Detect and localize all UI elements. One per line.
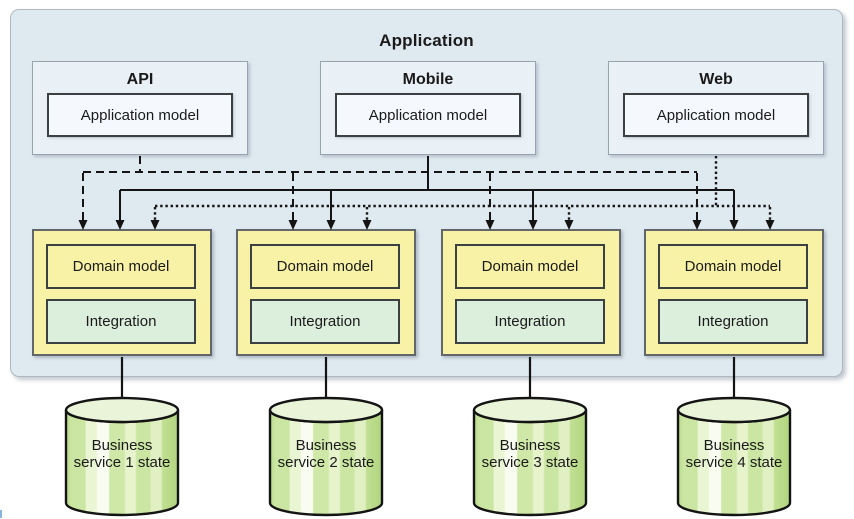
integration-label: Integration [494, 313, 566, 330]
client-box-web: Web Application model [608, 61, 824, 155]
domain-model-box: Domain model [250, 244, 400, 289]
application-model-label: Application model [80, 106, 200, 124]
application-title: Application [379, 31, 474, 50]
client-title-api: API [126, 71, 154, 88]
domain-model-label: Domain model [481, 258, 579, 275]
client-title-web: Web [699, 71, 733, 88]
domain-model-label: Domain model [276, 258, 374, 275]
service-box-1: Domain model Integration [32, 229, 212, 356]
application-model-box-web: Application model [623, 93, 809, 137]
integration-label: Integration [289, 313, 361, 330]
client-title-mobile: Mobile [402, 71, 454, 88]
domain-model-box: Domain model [46, 244, 196, 289]
application-model-box-api: Application model [47, 93, 233, 137]
integration-box: Integration [250, 299, 400, 344]
integration-box: Integration [46, 299, 196, 344]
domain-model-box: Domain model [658, 244, 808, 289]
integration-label: Integration [697, 313, 769, 330]
integration-box: Integration [455, 299, 605, 344]
integration-label: Integration [85, 313, 157, 330]
client-box-mobile: Mobile Application model [320, 61, 536, 155]
service-box-3: Domain model Integration [441, 229, 621, 356]
database-label-2: Business service 2 state [277, 437, 375, 471]
database-label-4: Business service 4 state [685, 437, 783, 471]
domain-model-label: Domain model [72, 258, 170, 275]
application-model-label: Application model [368, 106, 488, 124]
integration-box: Integration [658, 299, 808, 344]
domain-model-label: Domain model [684, 258, 782, 275]
client-box-api: API Application model [32, 61, 248, 155]
application-model-box-mobile: Application model [335, 93, 521, 137]
database-label-3: Business service 3 state [481, 437, 579, 471]
stray-cursor-artifact [0, 510, 2, 518]
service-box-4: Domain model Integration [644, 229, 824, 356]
service-box-2: Domain model Integration [236, 229, 416, 356]
domain-model-box: Domain model [455, 244, 605, 289]
application-model-label: Application model [656, 106, 776, 124]
database-label-1: Business service 1 state [73, 437, 171, 471]
